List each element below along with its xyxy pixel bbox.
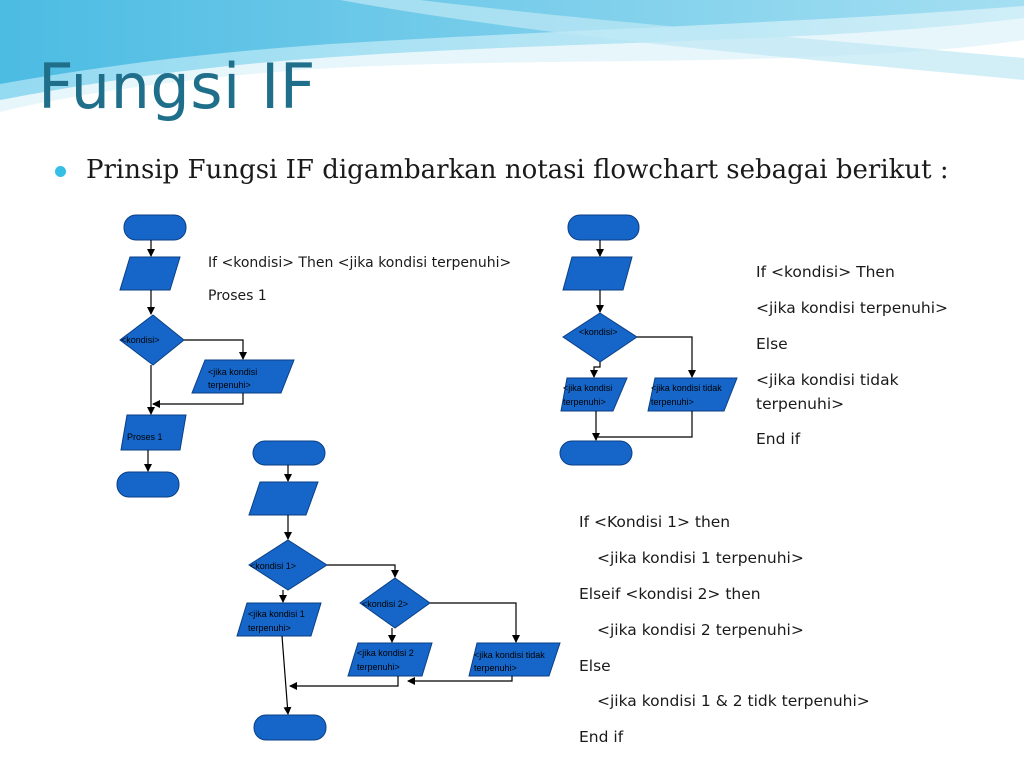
code-line: <jika kondisi 1 terpenuhi> <box>597 549 804 567</box>
process-parallelogram <box>468 642 561 677</box>
bullet-icon <box>55 166 66 177</box>
code-line: If <Kondisi 1> then <box>579 513 731 531</box>
process-parallelogram <box>560 377 628 412</box>
process-label: <jika kondisi 2 <box>357 648 414 658</box>
process-label: <jika kondisi <box>208 367 257 377</box>
code-line: <jika kondisi 2 terpenuhi> <box>597 621 804 639</box>
slide-title: Fungsi IF <box>38 50 316 123</box>
terminator-start <box>567 214 640 241</box>
process-label: terpenuhi> <box>651 397 694 407</box>
process-label: terpenuhi> <box>248 623 291 633</box>
process-label: terpenuhi> <box>474 663 517 673</box>
code-line: If <kondisi> Then <box>756 263 895 281</box>
background-swoosh <box>340 0 1024 80</box>
terminator-end <box>253 714 327 741</box>
decision-label: <kondisi> <box>121 335 160 345</box>
process-label: <jika kondisi tidak <box>651 383 722 393</box>
process-parallelogram <box>191 359 295 394</box>
code-line: End if <box>579 728 624 746</box>
terminator-end <box>116 471 180 498</box>
flow-arrow <box>430 602 520 643</box>
code-line: <jika kondisi tidak <box>756 371 899 389</box>
process-label: <jika kondisi tidak <box>474 650 545 660</box>
process-parallelogram <box>347 642 433 677</box>
flow-arrow <box>637 336 696 378</box>
code-line: terpenuhi> <box>756 395 845 413</box>
decision-label: <kondisi 2> <box>362 599 408 609</box>
code-line: <jika kondisi 1 & 2 tidk terpenuhi> <box>597 692 870 710</box>
input-parallelogram <box>562 256 633 291</box>
terminator-start <box>252 440 326 466</box>
decision-diamond <box>248 539 328 591</box>
code-line: Else <box>756 335 788 353</box>
flow-arrow <box>281 635 292 715</box>
flow-arrow <box>289 676 399 690</box>
process-label: <jika kondisi <box>563 383 612 393</box>
process-label: terpenuhi> <box>563 397 606 407</box>
code-line: <jika kondisi terpenuhi> <box>756 299 949 317</box>
flow-arrow <box>598 411 693 438</box>
decision-label: <kondisi 1> <box>250 561 296 571</box>
process-parallelogram <box>236 602 322 637</box>
code-line: Elseif <kondisi 2> then <box>579 585 761 603</box>
background-swoosh <box>0 0 1024 84</box>
decision-diamond <box>562 312 638 363</box>
process-label: Proses 1 <box>127 432 163 442</box>
flow-arrow <box>590 362 601 378</box>
code-line: Proses 1 <box>208 288 267 304</box>
flow-arrow <box>152 393 244 408</box>
flow-arrow <box>184 339 247 360</box>
process-label: <jika kondisi 1 <box>248 609 305 619</box>
code-line: Else <box>579 657 611 675</box>
code-line: If <kondisi> Then <jika kondisi terpenuh… <box>208 255 512 271</box>
process-parallelogram <box>120 414 187 451</box>
terminator-start <box>123 214 187 241</box>
terminator-end <box>559 440 633 466</box>
bullet-text: Prinsip Fungsi IF digambarkan notasi flo… <box>86 155 949 185</box>
process-parallelogram <box>647 377 738 412</box>
code-line: End if <box>756 430 801 448</box>
process-label: terpenuhi> <box>357 662 400 672</box>
process-label: terpenuhi> <box>208 380 251 390</box>
input-parallelogram <box>248 481 319 516</box>
decision-diamond <box>359 577 431 629</box>
flow-arrow <box>407 676 513 685</box>
decision-diamond <box>119 314 185 366</box>
decision-label: <kondisi> <box>579 327 618 337</box>
input-parallelogram <box>119 256 181 291</box>
flow-arrow <box>327 564 399 578</box>
